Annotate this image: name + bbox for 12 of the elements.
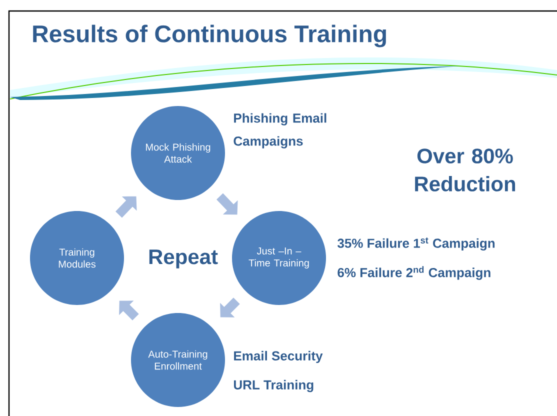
result-note: Email Security (234, 350, 323, 364)
cycle-label: Repeat (149, 250, 218, 268)
block-arrow (216, 193, 238, 215)
result-note: Phishing Email Campaigns (234, 113, 326, 148)
block-arrow (119, 300, 139, 320)
block-arrow (116, 196, 137, 218)
slide-title: Results of Continuous Training (33, 24, 386, 48)
result-note: URL Training (234, 380, 314, 392)
block-arrow (220, 298, 240, 318)
result-note: 35% Failure 1$^{st}$ Campaign (338, 237, 495, 251)
result-note: 6% Failure 2$^{nd}$ Campaign (338, 266, 490, 280)
cycle-label: Over 80% Reduction (415, 148, 516, 192)
